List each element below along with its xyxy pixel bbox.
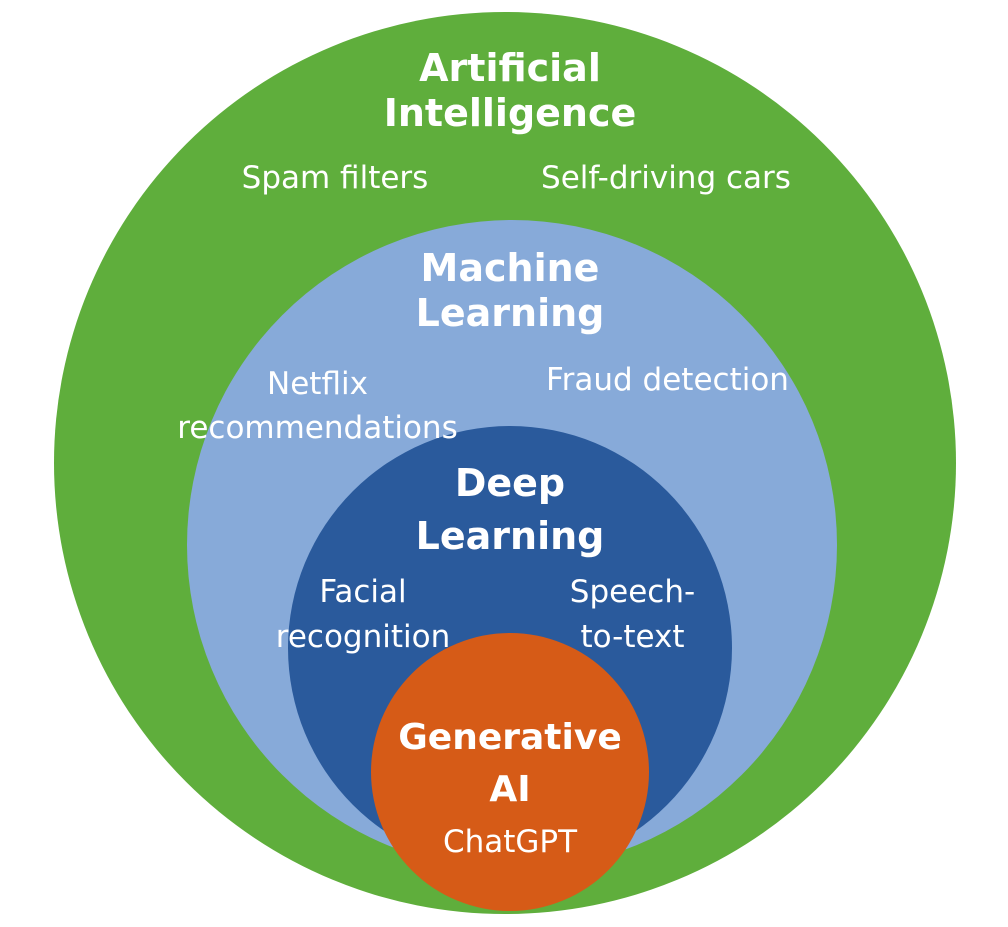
- genai-example-chatgpt: ChatGPT: [442, 824, 578, 860]
- ai-example-spam-filters: Spam filters: [241, 160, 429, 196]
- dl-title: Deep Learning: [330, 457, 690, 563]
- ai-example-self-driving-cars: Self-driving cars: [541, 160, 791, 196]
- dl-example-speech-line-1: Speech-: [569, 574, 696, 610]
- genai-title-line-1: Generative: [398, 717, 622, 758]
- dl-title-line-1: Deep: [454, 461, 566, 505]
- dl-title-line-2: Learning: [415, 514, 605, 559]
- dl-example-facial-line-2: recognition: [275, 618, 451, 655]
- ml-example-netflix-line-2: recommendations: [177, 410, 458, 447]
- ai-title-line-2: Intelligence: [383, 90, 637, 135]
- dl-example-facial-line-1: Facial: [319, 574, 407, 610]
- ml-example-netflix: Netflix recommendations: [155, 362, 480, 450]
- ml-title-line-2: Learning: [415, 290, 605, 335]
- genai-title: Generative AI: [380, 712, 640, 816]
- ml-example-fraud-line-1: Fraud detection: [546, 362, 789, 398]
- ai-title-line-1: Artificial: [419, 46, 601, 90]
- genai-title-line-2: AI: [489, 769, 531, 811]
- ml-title-line-1: Machine: [420, 246, 600, 290]
- ml-example-netflix-line-1: Netflix: [267, 366, 368, 402]
- genai-circle: [371, 633, 649, 911]
- ml-example-fraud-detection: Fraud detection: [520, 362, 815, 399]
- dl-example-speech-line-2: to-text: [580, 618, 685, 655]
- ml-title: Machine Learning: [330, 246, 690, 336]
- ai-title: Artificial Intelligence: [330, 46, 690, 136]
- dl-example-speech-to-text: Speech- to-text: [545, 570, 720, 660]
- dl-example-facial-recognition: Facial recognition: [258, 570, 468, 660]
